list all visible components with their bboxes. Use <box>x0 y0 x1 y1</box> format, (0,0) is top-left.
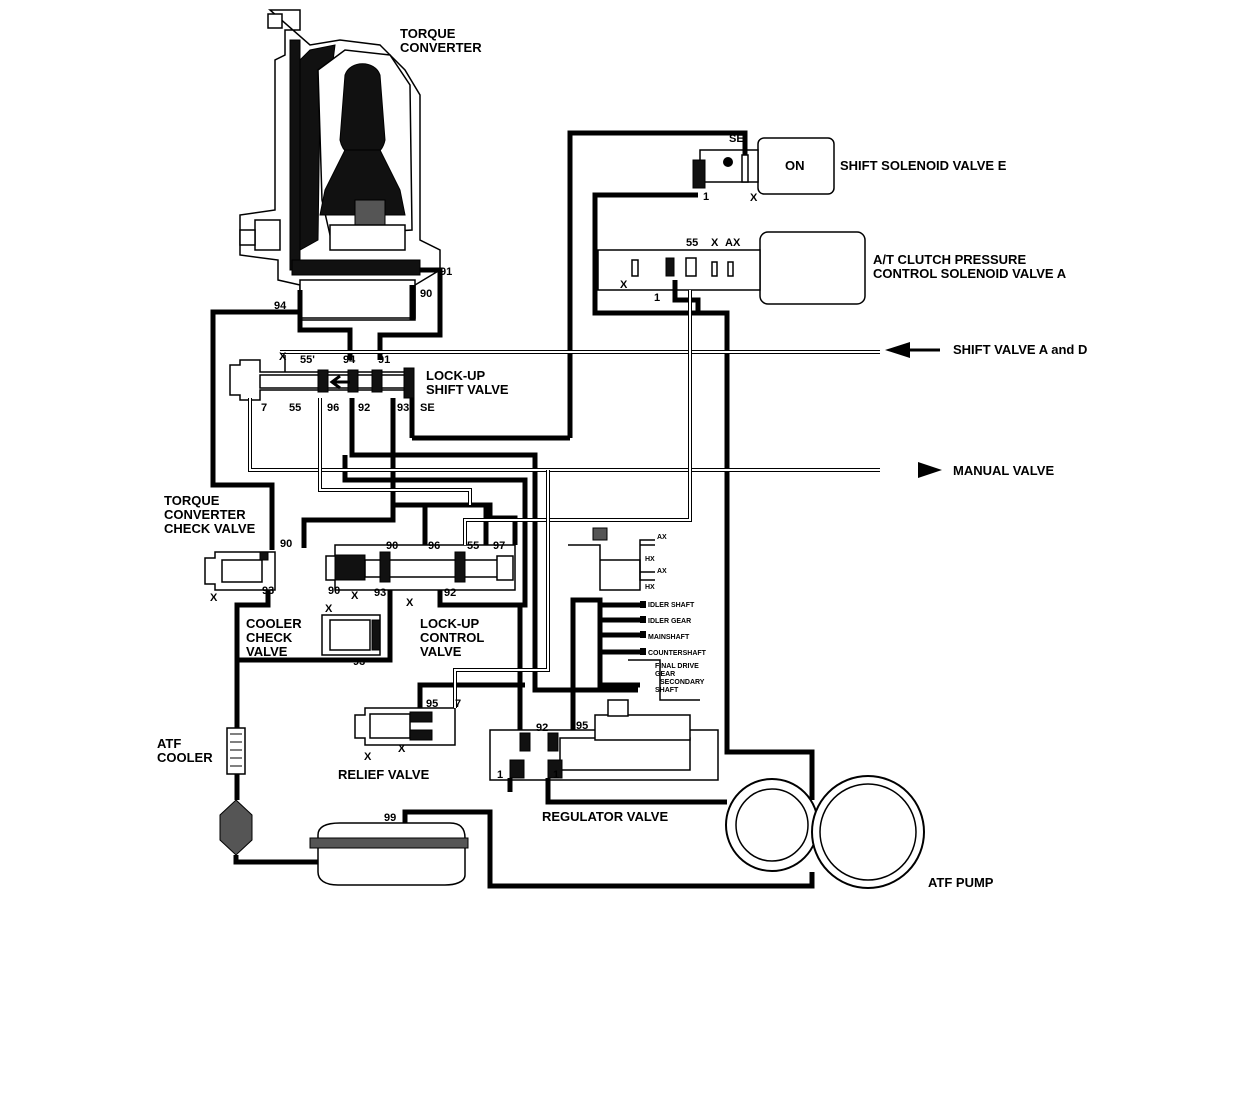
port-sol-a-55: 55 <box>686 237 698 249</box>
port-luc-93: 93 <box>374 587 386 599</box>
lube-ax-label-1: AX <box>657 534 667 541</box>
clutch-pressure-solenoid-label-2: CONTROL SOLENOID VALVE A <box>873 266 1067 281</box>
lock-up-control-valve-label-3: VALVE <box>420 644 462 659</box>
port-reg-95: 95 <box>576 720 588 732</box>
port-luc-90b: 90 <box>328 585 340 597</box>
port-lus-55: 55 <box>289 402 301 414</box>
clutch-pressure-solenoid-a <box>597 231 866 305</box>
port-90-top: 90 <box>420 288 432 300</box>
torque-converter-label: TORQUE <box>400 26 456 41</box>
lube-secondary-shaft-label: SECONDARY <box>660 679 705 686</box>
port-94-top: 94 <box>274 300 287 312</box>
lube-idler-shaft-label: IDLER SHAFT <box>648 602 695 609</box>
tc-check-valve-label-3: CHECK VALVE <box>164 521 256 536</box>
port-luc-90: 90 <box>386 540 398 552</box>
port-lus-94: 94 <box>343 354 356 366</box>
lube-final-drive-label-2: GEAR <box>655 671 675 678</box>
port-rv-x2: X <box>364 751 372 763</box>
port-lus-7: 7 <box>261 402 267 414</box>
port-sol-a-ax: AX <box>725 237 741 249</box>
thin-fluid-lines <box>248 290 880 708</box>
lube-outlets <box>592 527 646 655</box>
atf-cooler <box>226 727 246 775</box>
atf-cooler-label: ATF <box>157 736 181 751</box>
port-sol-a-x: X <box>711 237 719 249</box>
port-tcc-93: 93 <box>262 585 274 597</box>
cooler-check-valve-label-3: VALVE <box>246 644 288 659</box>
port-rv-7: 7 <box>455 698 461 710</box>
port-ccv-x: X <box>325 603 333 615</box>
port-tcc-x: X <box>210 592 218 604</box>
port-luc-x1: X <box>351 590 359 602</box>
regulator-valve <box>489 699 719 781</box>
port-luc-55: 55 <box>467 540 479 552</box>
manual-valve-arrow <box>918 462 942 478</box>
cooler-check-valve <box>321 614 381 656</box>
port-lus-55p: 55' <box>300 354 315 366</box>
lube-hx-label-1: HX <box>645 556 655 563</box>
port-luc-96: 96 <box>428 540 440 552</box>
port-reg-1b: 1 <box>553 769 559 781</box>
solenoid-on-label: ON <box>785 158 805 173</box>
port-lus-93: 93 <box>397 402 409 414</box>
clutch-pressure-solenoid-label: A/T CLUTCH PRESSURE <box>873 252 1026 267</box>
port-ccv-93: 93 <box>353 656 365 668</box>
port-reg-1a: 1 <box>497 769 503 781</box>
port-lus-91: 91 <box>378 354 390 366</box>
shift-valve-arrow <box>885 342 940 358</box>
atf-reservoir <box>309 822 469 886</box>
torque-converter-check-valve <box>204 551 276 591</box>
port-sol-e-x: X <box>750 192 758 204</box>
lube-ax-label-2: AX <box>657 568 667 575</box>
lube-secondary-shaft-label-2: SHAFT <box>655 687 679 694</box>
lube-idler-gear-label: IDLER GEAR <box>648 618 691 625</box>
port-99: 99 <box>384 812 396 824</box>
atf-pump-label: ATF PUMP <box>928 875 994 890</box>
port-luc-92: 92 <box>444 587 456 599</box>
lock-up-control-valve-label: LOCK-UP <box>420 616 480 631</box>
cooler-check-valve-label: COOLER <box>246 616 302 631</box>
lock-up-shift-valve <box>229 359 415 401</box>
shift-solenoid-valve-e: ON <box>692 137 835 195</box>
port-lus-92: 92 <box>358 402 370 414</box>
relief-valve <box>354 707 456 746</box>
lube-final-drive-label: FINAL DRIVE <box>655 663 699 670</box>
port-tcc-90: 90 <box>280 538 292 550</box>
tc-check-valve-label-2: CONVERTER <box>164 507 246 522</box>
cooler-check-valve-label-2: CHECK <box>246 630 293 645</box>
port-sol-e-1: 1 <box>703 191 709 203</box>
regulator-valve-label: REGULATOR VALVE <box>542 809 668 824</box>
lock-up-shift-valve-label-2: SHIFT VALVE <box>426 382 509 397</box>
port-luc-x2: X <box>406 597 414 609</box>
manual-valve-label: MANUAL VALVE <box>953 463 1054 478</box>
port-91-top: 91 <box>440 266 452 278</box>
tc-check-valve-label: TORQUE <box>164 493 220 508</box>
lube-hx-label-2: HX <box>645 584 655 591</box>
port-sol-a-x2: X <box>620 279 628 291</box>
torque-converter-label-2: CONVERTER <box>400 40 482 55</box>
thick-fluid-lines <box>210 130 815 889</box>
port-rv-95: 95 <box>426 698 438 710</box>
port-se-top: SE <box>729 133 744 145</box>
atf-cooler-label-2: COOLER <box>157 750 213 765</box>
port-rv-x1: X <box>398 743 406 755</box>
lube-countershaft-label: COUNTERSHAFT <box>648 650 707 657</box>
port-luc-97: 97 <box>493 540 505 552</box>
shift-solenoid-e-label: SHIFT SOLENOID VALVE E <box>840 158 1007 173</box>
torque-converter <box>239 9 441 321</box>
port-lus-x: X <box>279 351 287 363</box>
port-reg-92: 92 <box>536 722 548 734</box>
lock-up-shift-valve-label: LOCK-UP <box>426 368 486 383</box>
atf-pump <box>725 775 925 889</box>
shift-valve-a-d-label: SHIFT VALVE A and D <box>953 342 1087 357</box>
port-lus-96: 96 <box>327 402 339 414</box>
relief-valve-label: RELIEF VALVE <box>338 767 430 782</box>
atf-strainer <box>219 799 253 856</box>
port-sol-a-1: 1 <box>654 292 660 304</box>
lube-mainshaft-label: MAINSHAFT <box>648 634 690 641</box>
lock-up-control-valve-label-2: CONTROL <box>420 630 484 645</box>
port-lus-se: SE <box>420 402 435 414</box>
lock-up-control-valve <box>325 544 516 591</box>
